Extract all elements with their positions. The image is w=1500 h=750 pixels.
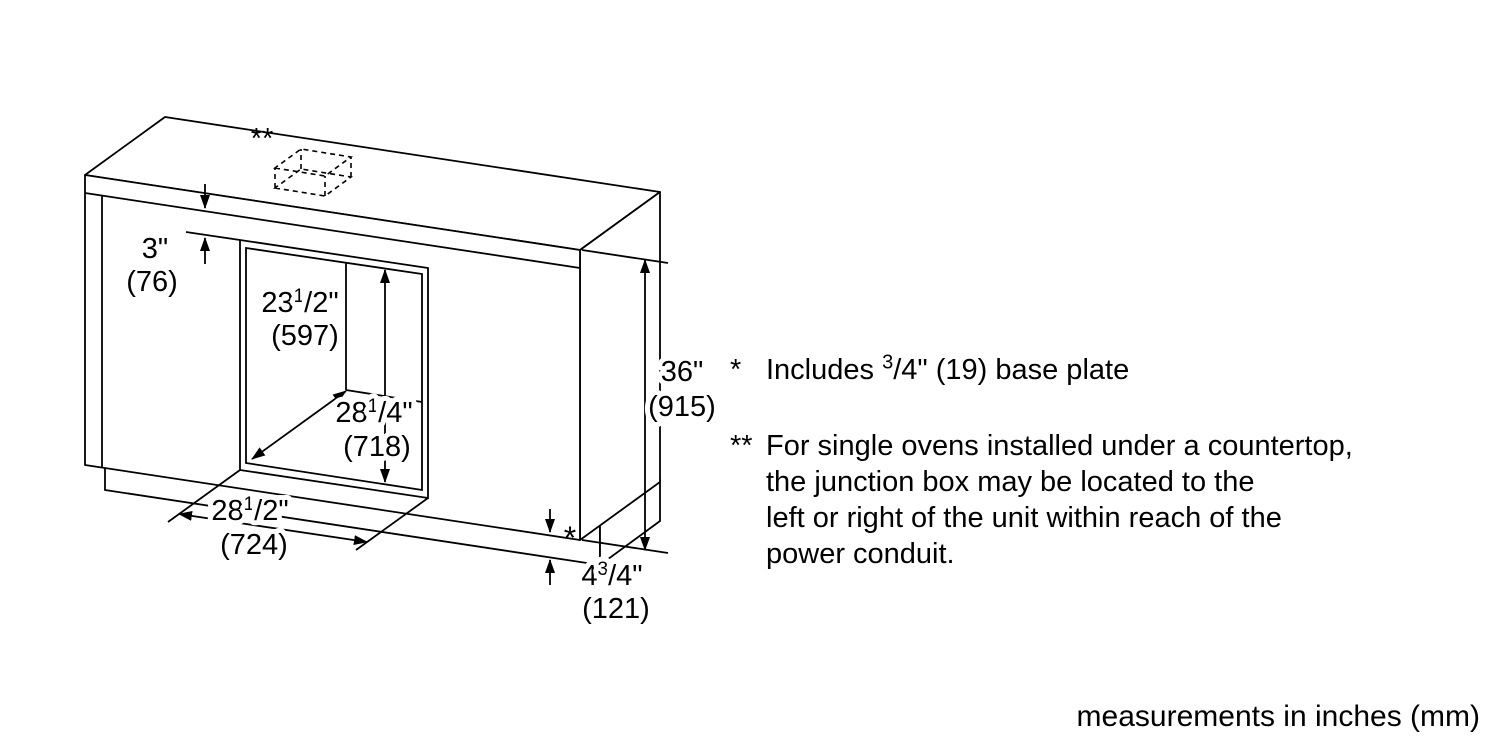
dim-76-inch-label: 3" [142, 233, 168, 265]
countertop-edge-line [84, 192, 581, 269]
dim-597-inch-label: 231/2" [261, 286, 338, 319]
dim-121-inch-label: 43/4" [581, 559, 642, 592]
dim-915-tick-bottom [581, 539, 669, 554]
units-note: measurements in inches (mm) [1076, 700, 1480, 733]
dim-915-tick-top [581, 249, 669, 264]
dim-724-extension-right [355, 497, 429, 551]
footnote-base-plate-marker: * [730, 354, 742, 386]
dim-915-mm-label: (915) [648, 391, 716, 423]
dim-724-inch-label: 281/2" [211, 494, 288, 527]
footnote-line: the junction box may be located to the [766, 466, 1255, 498]
footnote-junction-box-marker: ** [730, 430, 753, 462]
junction-box-marker-label: ** [251, 123, 274, 155]
footnote-junction-box: ** For single ovens installed under a co… [730, 428, 1353, 572]
dim-718-inch-label: 281/4" [335, 396, 412, 429]
dim-724-arrow [178, 510, 368, 546]
dim-121-footnote-marker: * [564, 520, 576, 556]
dim-121-mm-label: (121) [582, 593, 650, 625]
opening-inner-frame [245, 246, 423, 492]
junction-box-outline [272, 148, 354, 197]
footnote-fraction-numerator: 3 [882, 351, 894, 374]
footnote-line: For single ovens installed under a count… [766, 430, 1353, 462]
dim-915 [581, 249, 669, 554]
footnote-base-plate-text: Includes 3/4" (19) base plate [766, 351, 1130, 386]
dim-76-mm-label: (76) [126, 266, 178, 298]
dim-724 [167, 469, 429, 551]
dim-76 [185, 184, 241, 264]
dim-915-inch-label: 36" [661, 356, 704, 388]
dim-76-extension-line [185, 231, 241, 241]
footnote-line: power conduit. [766, 538, 955, 570]
footnote-junction-box-text: For single ovens installed under a count… [766, 428, 1353, 572]
footnote-base-plate: * Includes 3/4" (19) base plate [730, 352, 1129, 388]
dim-724-mm-label: (724) [220, 529, 288, 561]
dim-597-mm-label: (597) [271, 320, 339, 352]
dim-597-arrow [251, 390, 347, 460]
footnote-line: left or right of the unit within reach o… [766, 502, 1282, 534]
cabinet-side-face [579, 191, 661, 541]
junction-box [272, 148, 354, 197]
dim-718-mm-label: (718) [343, 431, 411, 463]
